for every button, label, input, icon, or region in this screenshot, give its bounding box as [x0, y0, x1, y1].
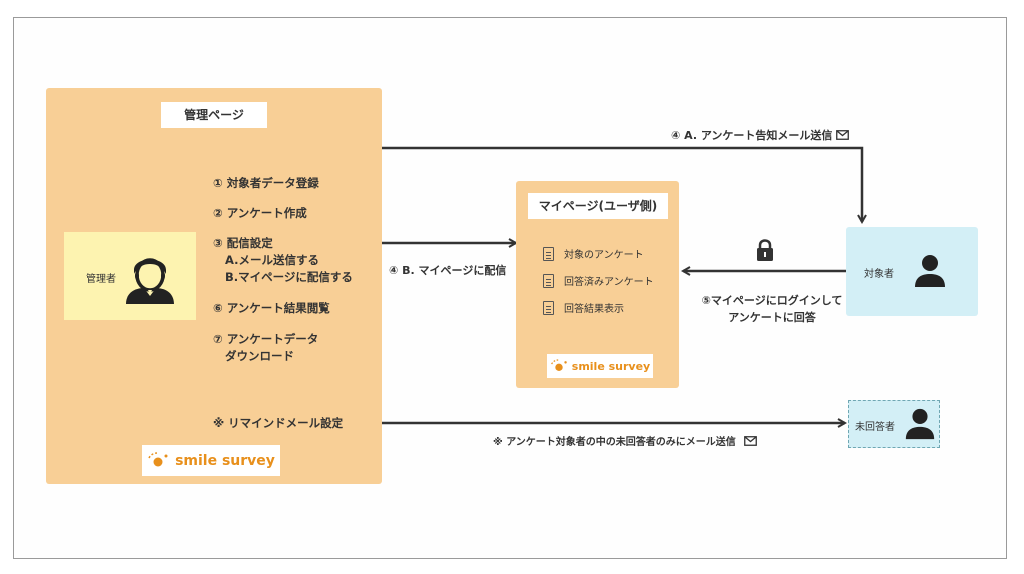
- edge-label-login-answer: ⑤マイページにログインして アンケートに回答: [687, 292, 857, 326]
- step-data-download-cont: ダウンロード: [225, 349, 294, 363]
- admin-role-label: 管理者: [86, 274, 116, 285]
- step-data-download: ⑦ アンケートデータ: [213, 332, 319, 346]
- step-delivery-settings: ③ 配信設定: [213, 236, 273, 250]
- admin-avatar-icon: [126, 258, 174, 304]
- mypage-item-label: 対象のアンケート: [564, 250, 644, 261]
- edge-label-mail-send: ④ A. アンケート告知メール送信: [671, 127, 850, 143]
- target-user-box: 対象者: [846, 227, 978, 316]
- non-respondent-label: 未回答者: [855, 422, 895, 433]
- document-icon: [543, 246, 554, 261]
- user-icon: [905, 408, 935, 440]
- admin-logo-text: smile survey: [175, 452, 275, 469]
- arrow-mail-to-target: [382, 146, 862, 222]
- mypage-smile-survey-logo: smile survey: [547, 354, 653, 378]
- mypage-item-answered-survey: 回答済みアンケート: [543, 273, 654, 288]
- mypage-item-label: 回答結果表示: [564, 304, 624, 315]
- document-icon: [543, 300, 554, 315]
- admin-panel-title: 管理ページ: [161, 102, 267, 128]
- edge-label-mail-send-text: ④ A. アンケート告知メール送信: [671, 129, 833, 142]
- admin-smile-survey-logo: smile survey: [142, 445, 280, 476]
- mypage-logo-text: smile survey: [571, 359, 651, 373]
- step-delivery-mypage: B.マイページに配信する: [225, 270, 353, 284]
- edge-label-login-answer-line1: ⑤マイページにログインして: [701, 294, 843, 307]
- document-icon: [543, 273, 554, 288]
- step-reminder-mail: ※ リマインドメール設定: [213, 416, 344, 430]
- edge-label-remind-text: ※ アンケート対象者の中の未回答者のみにメール送信: [493, 437, 736, 448]
- step-view-results: ⑥ アンケート結果閲覧: [213, 301, 330, 315]
- mypage-item-target-survey: 対象のアンケート: [543, 246, 644, 261]
- edge-label-login-answer-line2: アンケートに回答: [728, 311, 816, 324]
- step-register-targets: ① 対象者データ登録: [213, 176, 319, 190]
- edge-label-remind: ※ アンケート対象者の中の未回答者のみにメール送信: [493, 433, 757, 448]
- user-icon: [915, 255, 945, 287]
- smile-logo-icon: [148, 451, 168, 466]
- step-create-survey: ② アンケート作成: [213, 206, 307, 220]
- edge-label-mypage-deliver: ④ B. マイページに配信: [389, 264, 507, 277]
- mail-icon: [836, 130, 850, 140]
- step-delivery-mail: A.メール送信する: [225, 253, 319, 267]
- target-user-label: 対象者: [864, 269, 894, 280]
- mypage-panel-title: マイページ(ユーザ側): [528, 193, 668, 219]
- mypage-item-label: 回答済みアンケート: [564, 277, 654, 288]
- mypage-item-result-view: 回答結果表示: [543, 300, 624, 315]
- lock-icon: [757, 239, 773, 261]
- smile-logo-icon: [550, 358, 567, 371]
- admin-icon-box: 管理者: [64, 232, 196, 320]
- non-respondent-box: 未回答者: [848, 400, 940, 448]
- mail-icon: [743, 435, 757, 446]
